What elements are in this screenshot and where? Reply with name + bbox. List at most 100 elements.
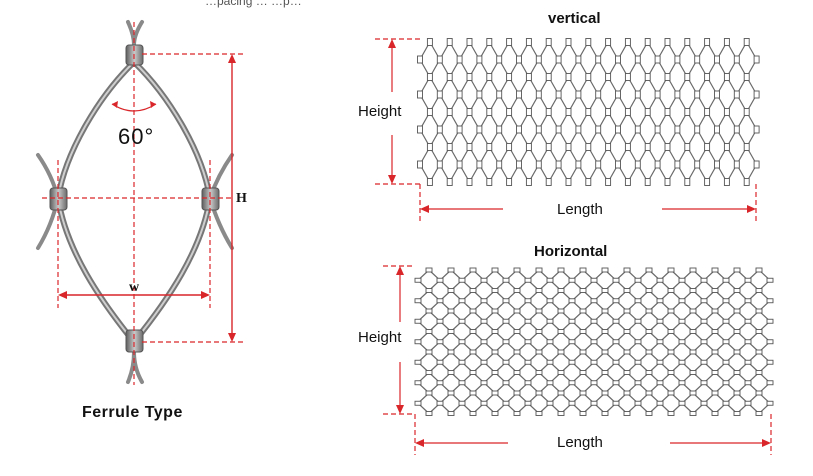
mesh-ferrule [546, 318, 554, 324]
mesh-ferrule [678, 277, 686, 283]
mesh-ferrule [722, 359, 730, 365]
mesh-ferrule [557, 267, 565, 273]
mesh-ferrule [426, 143, 433, 151]
mesh-ferrule [624, 108, 631, 116]
mesh-ferrule [446, 143, 453, 151]
mesh-ferrule [525, 108, 532, 116]
mesh-ferrule [546, 298, 554, 304]
mesh-ferrule [733, 349, 741, 355]
mesh-ferrule [645, 329, 653, 334]
mesh-ferrule [605, 108, 612, 116]
mesh-ferrule [458, 359, 466, 365]
mesh-cell [518, 40, 540, 79]
mesh-ferrule [557, 329, 565, 334]
mesh-ferrule [634, 298, 642, 304]
mesh-ferrule [466, 108, 473, 116]
mesh-ferrule [755, 329, 763, 334]
mesh-ferrule [557, 390, 565, 396]
mesh-cell [538, 40, 560, 79]
mesh-ferrule [684, 73, 691, 81]
mesh-ferrule [557, 308, 565, 314]
mesh-cell [419, 75, 441, 114]
mesh-ferrule [755, 308, 763, 314]
mesh-ferrule [644, 143, 651, 151]
mesh-ferrule [733, 267, 741, 273]
mesh-ferrule [579, 288, 587, 293]
mesh-ferrule [458, 339, 466, 345]
mesh-ferrule [513, 329, 521, 334]
mesh-ferrule [466, 73, 473, 81]
vertical-length-label: Length [557, 201, 603, 218]
mesh-ferrule [546, 400, 554, 406]
mesh-ferrule [766, 400, 774, 406]
mesh-ferrule [535, 308, 543, 314]
mesh-ferrule [417, 125, 423, 134]
mesh-cell [696, 145, 718, 184]
mesh-ferrule [711, 288, 719, 293]
mesh-cell [597, 75, 619, 114]
mesh-ferrule [733, 288, 741, 293]
mesh-ferrule [704, 38, 711, 46]
mesh-ferrule [667, 267, 675, 273]
mesh-ferrule [711, 390, 719, 396]
mesh-ferrule [615, 125, 621, 134]
mesh-cell [557, 75, 580, 114]
mesh-ferrule [755, 411, 763, 416]
mesh-ferrule [711, 349, 719, 355]
mesh-ferrule [612, 277, 620, 283]
mesh-ferrule [624, 178, 631, 186]
vertical-height-label: Height [358, 103, 402, 120]
mesh-ferrule [684, 178, 691, 186]
mesh-ferrule [654, 90, 661, 99]
mesh-ferrule [555, 55, 562, 64]
mesh-ferrule [714, 55, 720, 64]
mesh-ferrule [458, 277, 466, 283]
mesh-ferrule [414, 400, 422, 406]
mesh-ferrule [744, 318, 752, 324]
horizontal-dimension-lines [383, 265, 772, 455]
mesh-ferrule [755, 288, 763, 293]
mesh-ferrule [711, 308, 719, 314]
mesh-ferrule [585, 73, 592, 81]
angle-arrow-left [112, 101, 118, 108]
mesh-ferrule [426, 38, 433, 46]
mesh-ferrule [689, 390, 697, 396]
mesh-ferrule [513, 308, 521, 314]
mesh-ferrule [601, 308, 609, 314]
mesh-ferrule [674, 90, 681, 99]
mesh-cell [557, 40, 580, 79]
mesh-ferrule [414, 359, 422, 365]
ferrule-reference-lines [42, 22, 245, 385]
mesh-cell [716, 75, 738, 114]
mesh-ferrule [568, 359, 576, 365]
mesh-ferrule [612, 339, 620, 345]
mesh-ferrule [535, 125, 542, 134]
mesh-ferrule [579, 370, 587, 375]
mesh-ferrule [664, 38, 671, 46]
mesh-ferrule [766, 277, 774, 283]
mesh-ferrule [624, 73, 631, 81]
mesh-ferrule [689, 288, 697, 293]
mesh-ferrule [502, 339, 510, 345]
mesh-ferrule [645, 390, 653, 396]
mesh-cell [518, 75, 540, 114]
mesh-ferrule [654, 125, 661, 134]
mesh-cell [518, 145, 540, 184]
mesh-ferrule [480, 277, 488, 283]
mesh-ferrule [656, 318, 664, 324]
mesh-ferrule [694, 90, 701, 99]
mesh-ferrule [414, 277, 422, 283]
mesh-ferrule [595, 160, 602, 169]
mesh-cell [498, 40, 520, 79]
mesh-ferrule [506, 38, 513, 46]
mesh-ferrule [766, 359, 774, 365]
mesh-ferrule [664, 73, 671, 81]
mesh-ferrule [753, 125, 760, 134]
mesh-ferrule [689, 267, 697, 273]
mesh-ferrule [426, 73, 433, 81]
mesh-ferrule [664, 178, 671, 186]
mesh-ferrule [654, 160, 661, 169]
mesh-cell [439, 75, 461, 114]
h-arrow-top [228, 54, 236, 63]
mesh-ferrule [579, 329, 587, 334]
